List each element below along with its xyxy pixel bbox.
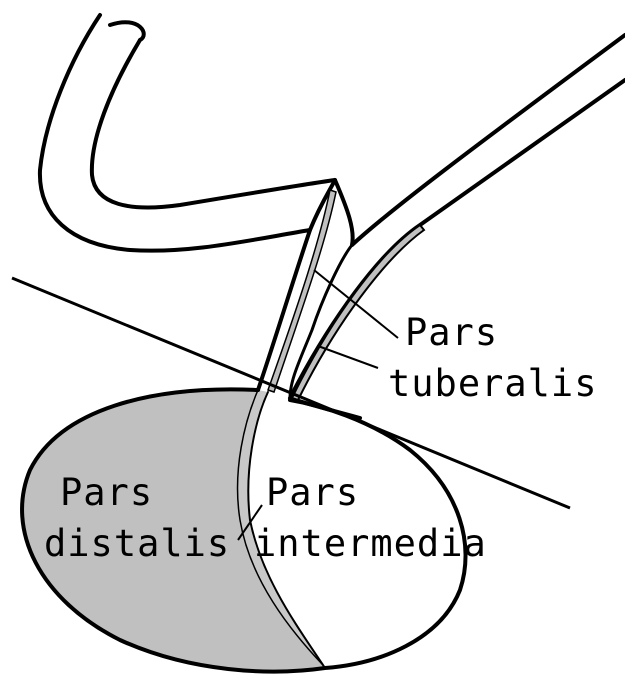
label-pars-intermedia-line1: Pars	[266, 471, 359, 514]
label-pars-tuberalis: Pars tuberalis	[388, 311, 597, 405]
label-pars-distalis-line2: distalis	[44, 522, 230, 565]
leader-pars-tuberalis-upper	[314, 270, 398, 338]
label-pars-tuberalis-line1: Pars	[405, 311, 498, 354]
infundibular-stalk	[40, 15, 625, 418]
right-ventricle-outline	[110, 22, 144, 40]
label-pars-intermedia-line2: intermedia	[254, 522, 487, 565]
hypothalamus-outline	[40, 15, 310, 390]
third-ventricle-outline	[92, 35, 625, 245]
leader-pars-tuberalis-lower	[318, 346, 378, 368]
label-pars-distalis-line1: Pars	[60, 471, 153, 514]
label-pars-tuberalis-line2: tuberalis	[388, 362, 597, 405]
label-pars-intermedia: Pars intermedia	[254, 471, 487, 565]
